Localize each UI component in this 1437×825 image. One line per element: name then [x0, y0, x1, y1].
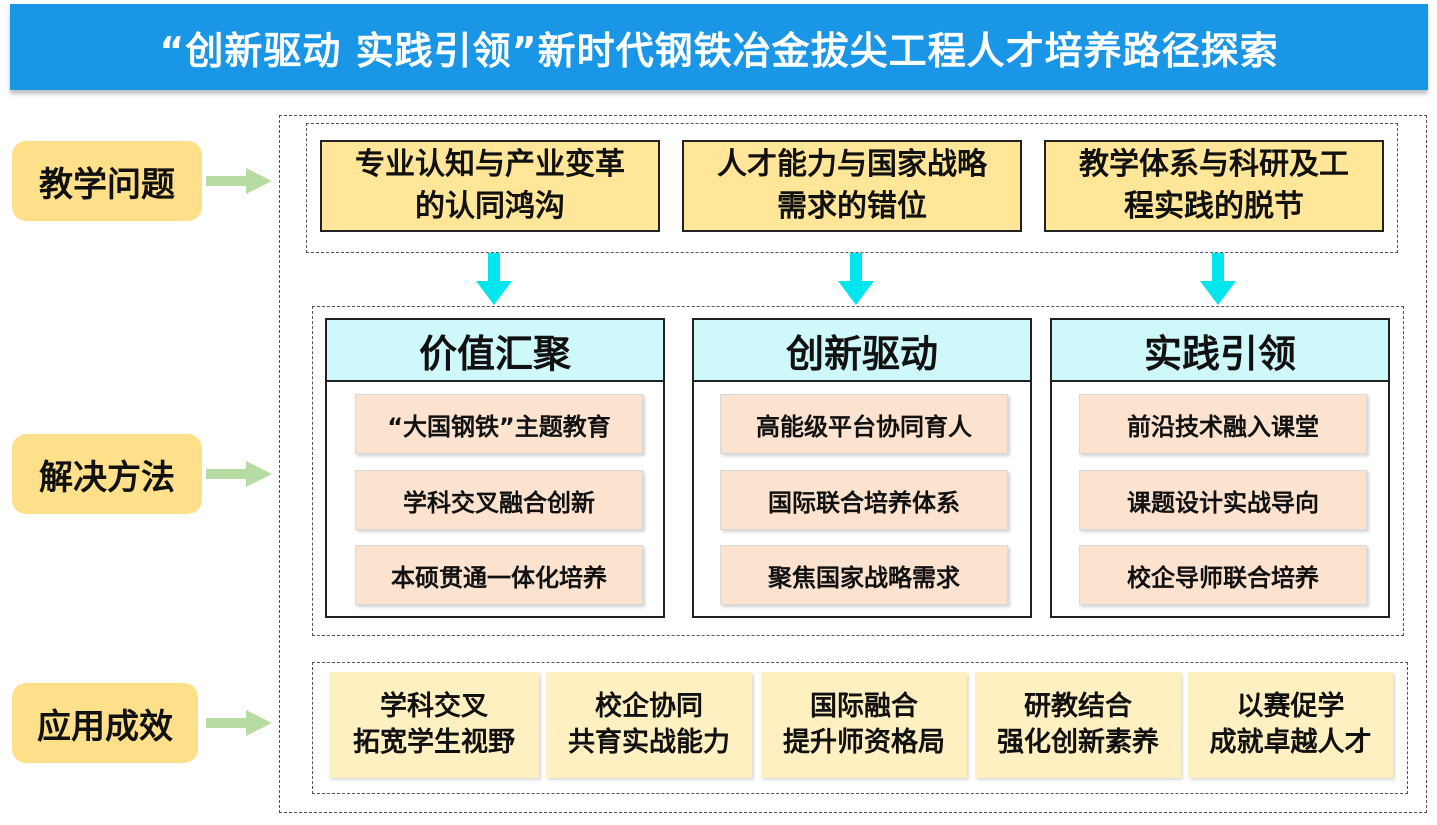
- problem-box-1: 专业认知与产业变革的认同鸿沟: [320, 140, 660, 232]
- side-label-text: 应用成效: [37, 706, 173, 747]
- method-panel-3: 实践引领 前沿技术融入课堂 课题设计实战导向 校企导师联合培养: [1050, 318, 1390, 618]
- side-label-problems: 教学问题: [12, 141, 202, 221]
- problem-box-3: 教学体系与科研及工程实践的脱节: [1044, 140, 1384, 232]
- outcome-line: 提升师资格局: [783, 727, 945, 758]
- outcome-line: 国际融合: [810, 691, 918, 722]
- method-panel-2: 创新驱动 高能级平台协同育人 国际联合培养体系 聚焦国家战略需求: [692, 318, 1032, 618]
- arrow-down-icon: [476, 253, 512, 305]
- title-banner: “创新驱动 实践引领”新时代钢铁冶金拔尖工程人才培养路径探索: [10, 4, 1428, 90]
- outcome-line: 研教结合: [1024, 691, 1132, 722]
- outcome-box-3: 国际融合 提升师资格局: [761, 672, 967, 778]
- problem-line: 专业认知与产业变革: [355, 147, 625, 182]
- method-item: 本硕贯通一体化培养: [355, 545, 643, 605]
- problem-line: 的认同鸿沟: [415, 189, 565, 224]
- outcome-box-5: 以赛促学 成就卓越人才: [1188, 672, 1393, 778]
- outcome-line: 共育实战能力: [568, 727, 730, 758]
- method-item: 聚焦国家战略需求: [720, 545, 1008, 605]
- outcome-line: 拓宽学生视野: [353, 727, 515, 758]
- problem-box-2: 人才能力与国家战略需求的错位: [682, 140, 1022, 232]
- method-item: “大国钢铁”主题教育: [355, 394, 643, 454]
- outcome-box-1: 学科交叉 拓宽学生视野: [329, 672, 539, 778]
- method-item: 前沿技术融入课堂: [1079, 394, 1367, 454]
- method-item: 学科交叉融合创新: [355, 470, 643, 530]
- method-item: 课题设计实战导向: [1079, 470, 1367, 530]
- arrow-down-icon: [1200, 253, 1236, 305]
- method-item: 校企导师联合培养: [1079, 545, 1367, 605]
- outcome-box-4: 研教结合 强化创新素养: [975, 672, 1181, 778]
- side-label-text: 解决方法: [39, 457, 175, 498]
- problems-container: [306, 123, 1398, 253]
- problem-line: 教学体系与科研及工: [1079, 147, 1349, 182]
- methods-container: [312, 306, 1404, 636]
- side-label-text: 教学问题: [39, 164, 175, 205]
- arrow-right-icon: [206, 461, 272, 487]
- problem-line: 人才能力与国家战略: [717, 147, 987, 182]
- page-title: “创新驱动 实践引领”新时代钢铁冶金拔尖工程人才培养路径探索: [159, 28, 1279, 73]
- outer-frame: [279, 115, 1427, 813]
- arrow-down-icon: [838, 253, 874, 305]
- outcome-box-2: 校企协同 共育实战能力: [546, 672, 752, 778]
- side-label-outcomes: 应用成效: [12, 683, 198, 763]
- arrow-right-icon: [206, 710, 272, 736]
- method-panel-1: 价值汇聚 “大国钢铁”主题教育 学科交叉融合创新 本硕贯通一体化培养: [325, 318, 665, 618]
- panel-title: 价值汇聚: [327, 320, 663, 382]
- outcome-line: 强化创新素养: [997, 727, 1159, 758]
- method-item: 高能级平台协同育人: [720, 394, 1008, 454]
- method-item: 国际联合培养体系: [720, 470, 1008, 530]
- panel-title: 实践引领: [1052, 320, 1388, 382]
- panel-title: 创新驱动: [694, 320, 1030, 382]
- arrow-right-icon: [206, 168, 272, 194]
- outcome-line: 成就卓越人才: [1209, 727, 1372, 758]
- problem-line: 程实践的脱节: [1124, 189, 1304, 224]
- problem-line: 需求的错位: [777, 189, 927, 224]
- side-label-methods: 解决方法: [12, 434, 202, 514]
- outcome-line: 学科交叉: [380, 691, 488, 722]
- outcome-line: 校企协同: [595, 691, 703, 722]
- outcome-line: 以赛促学: [1236, 691, 1345, 722]
- outcomes-container: [312, 662, 1408, 794]
